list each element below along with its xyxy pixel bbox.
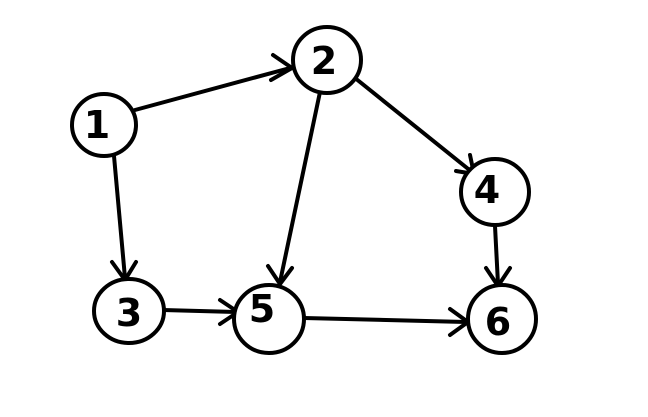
node-1-circle [70,92,138,158]
node-4: 4 [459,157,531,227]
node-3: 3 [92,277,166,345]
node-6-circle [466,283,538,355]
node-4-circle [459,157,531,227]
node-5-label: 5 [249,287,275,331]
node-1-label: 1 [84,103,110,147]
edge-3-5 [161,298,240,326]
edge-2-4 [353,76,476,176]
edge-4-6 [484,224,512,288]
edge-1-3 [110,154,138,282]
nodes: 1 2 3 4 5 6 [70,25,538,355]
node-1: 1 [70,92,138,158]
edge-1-2 [133,53,294,112]
node-5: 5 [232,283,306,355]
node-2-label: 2 [311,39,337,83]
node-6-label: 6 [485,300,511,344]
node-2: 2 [291,25,363,95]
edge-5-6 [302,307,470,337]
edge-2-5 [266,90,322,286]
node-3-label: 3 [116,291,142,335]
edges [110,53,512,337]
node-5-circle [232,283,306,355]
node-6: 6 [466,283,538,355]
node-3-circle [92,277,166,345]
node-4-label: 4 [474,168,500,212]
node-2-circle [291,25,363,95]
